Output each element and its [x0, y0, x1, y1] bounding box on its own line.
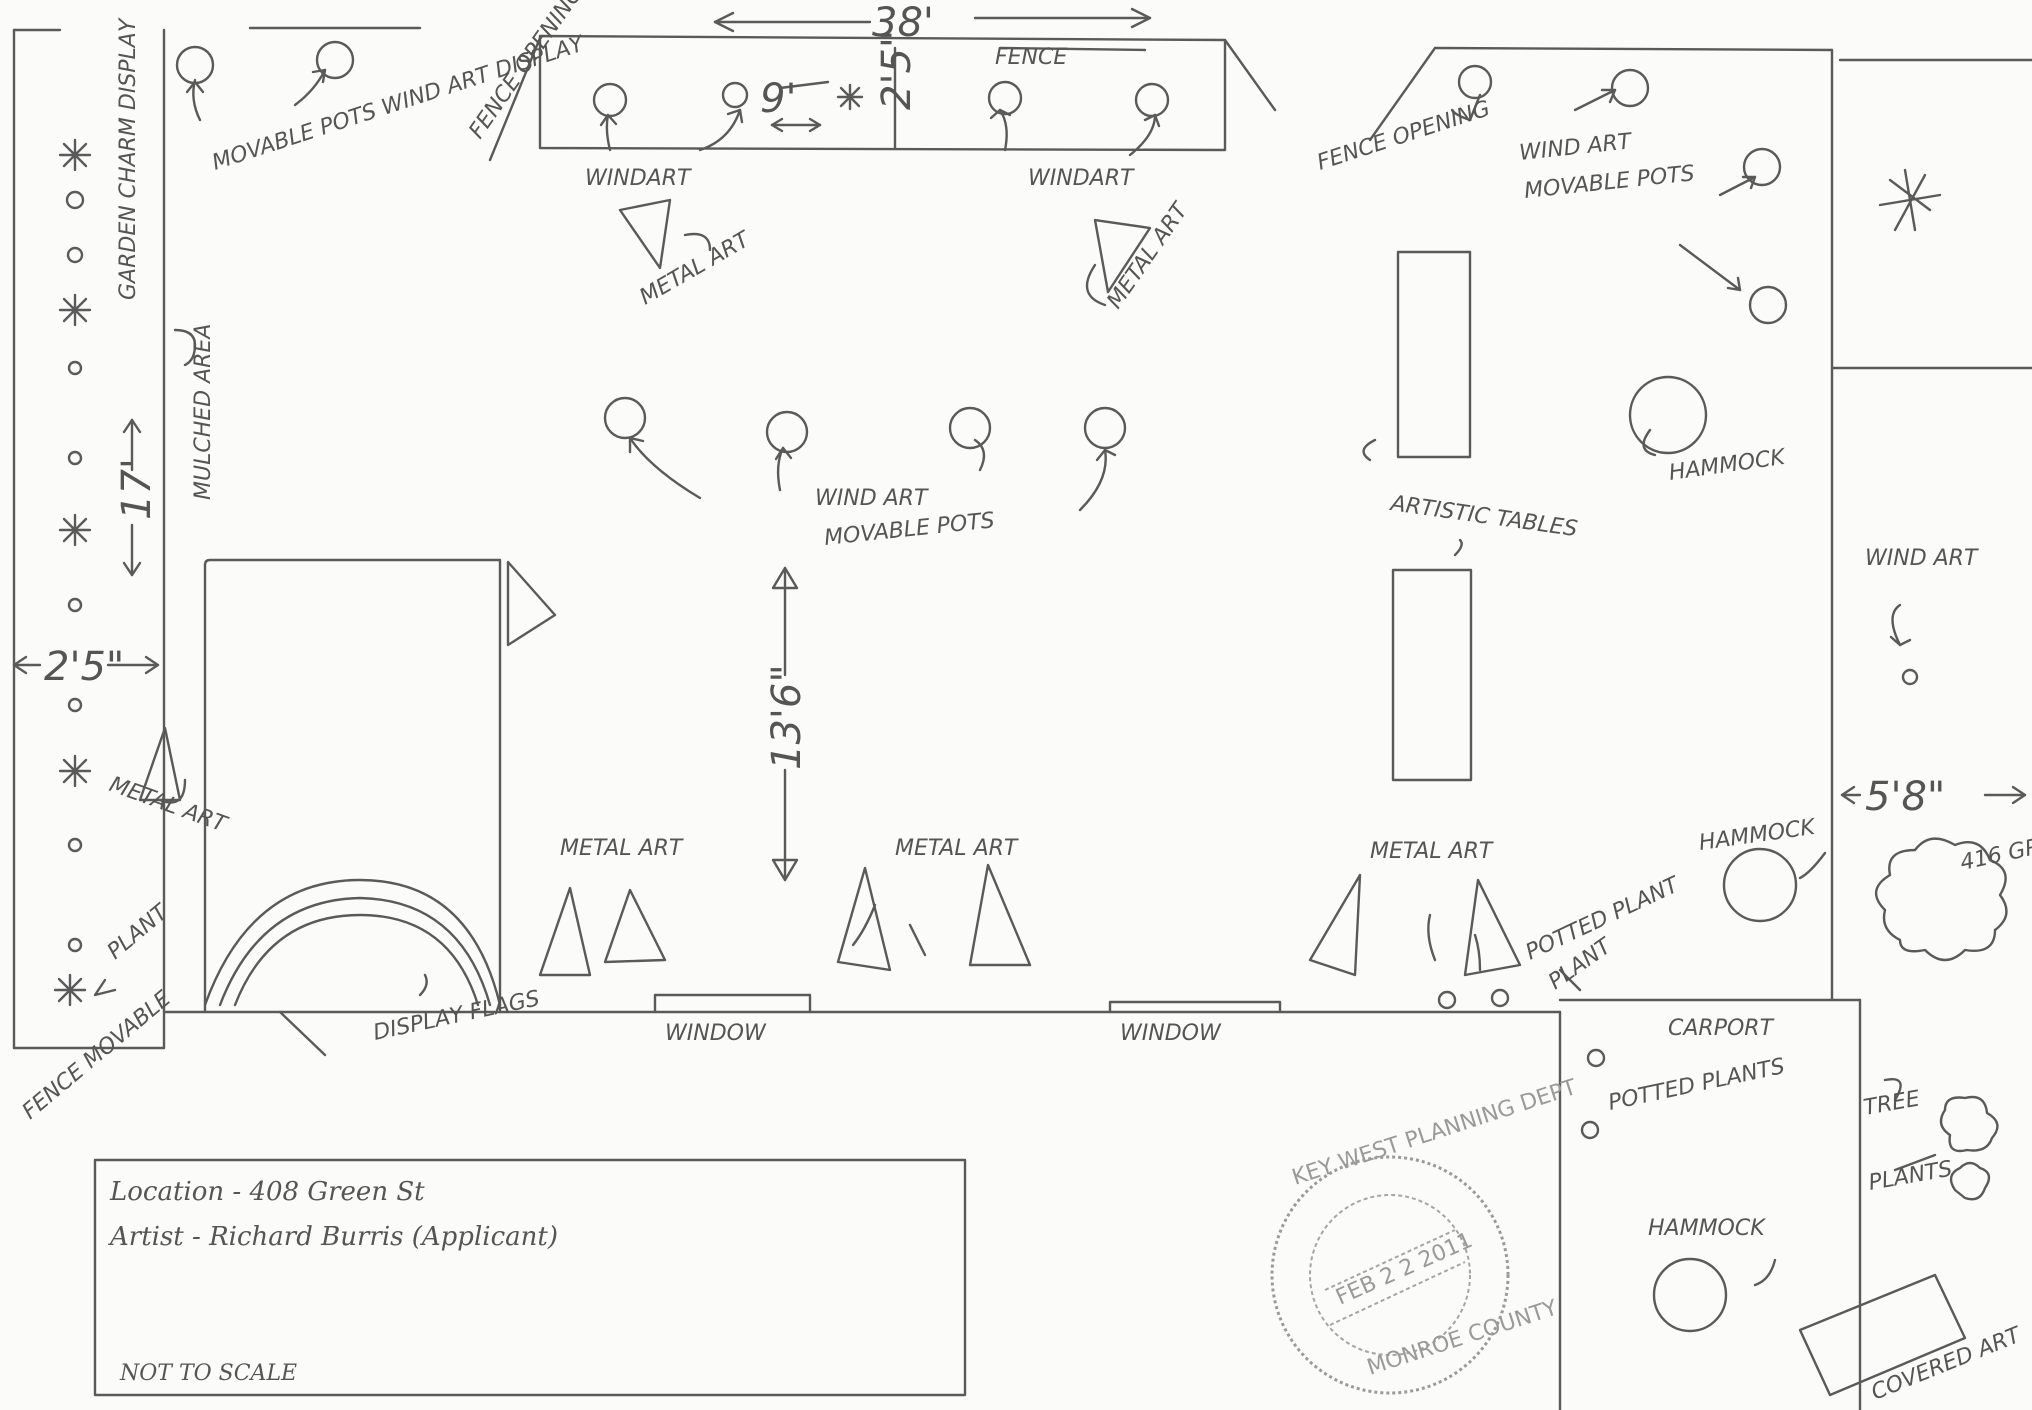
label-metal-art-b: METAL ART [895, 836, 1019, 861]
stamp-date: FEB 2 2 2011 [1332, 1228, 1476, 1310]
label-potted-plants: POTTED PLANTS [1606, 1054, 1787, 1116]
label-windart-1: WINDART [585, 166, 692, 191]
label-address-side: 416 GREEN [1958, 825, 2032, 876]
label-center-wind-art: WIND ART [815, 486, 929, 511]
label-movable-pots-left: MOVABLE POTS WIND ART DISPLAY [209, 31, 588, 175]
dim-2ft5: 2'5" [874, 30, 920, 110]
arrows [93, 68, 1937, 1287]
label-center-movable-pots: MOVABLE POTS [823, 508, 996, 551]
garden-charms [53, 83, 1942, 1007]
property-lines [12, 26, 2032, 1410]
stamp-top: KEY WEST PLANNING DEPT [1289, 1075, 1580, 1191]
metal-art-triangles [138, 198, 1522, 977]
display-flag [506, 560, 557, 647]
label-metal-art-a: METAL ART [560, 836, 684, 861]
label-fence-opening-right: FENCE OPENING [1314, 96, 1493, 175]
info-box: Location - 408 Green St Artist - Richard… [108, 1177, 558, 1386]
dim-38ft: 38' [872, 0, 934, 46]
info-artist: Artist - Richard Burris (Applicant) [108, 1222, 558, 1252]
plant-2 [1949, 1161, 1991, 1201]
label-fence-movable: FENCE MOVABLE [18, 986, 176, 1124]
dim-2ft5-mulch: 2'5" [44, 644, 124, 690]
label-covered: COVERED ART [1868, 1322, 2026, 1405]
artistic-table-top [1396, 250, 1472, 459]
tree-canopy [1875, 837, 2008, 962]
dim-17ft: 17' [114, 458, 160, 520]
label-wind-art-side: WIND ART [1865, 546, 1979, 571]
info-scale-note: NOT TO SCALE [119, 1361, 297, 1386]
label-wind-art-right: WIND ART [1518, 129, 1634, 166]
wind-art-pots [67, 40, 1919, 1333]
info-location: Location - 408 Green St [109, 1177, 425, 1207]
label-windart-2: WINDART [1028, 166, 1135, 191]
label-fence: FENCE [995, 45, 1067, 70]
dim-5ft8: 5'8" [1865, 774, 1945, 820]
label-plants: PLANTS [1867, 1157, 1955, 1196]
label-window-1: WINDOW [665, 1021, 767, 1046]
dim-9ft: 9' [760, 76, 796, 122]
covered-art-box [1798, 1273, 1967, 1397]
stamp-bottom: MONROE COUNTY [1364, 1295, 1561, 1380]
label-metal-art-c: METAL ART [1370, 839, 1494, 864]
label-hammock-carport: HAMMOCK [1648, 1216, 1766, 1241]
label-artistic-tables: ARTISTIC TABLES [1387, 491, 1579, 542]
dimension-lines [12, 7, 2027, 882]
label-metal-art-1: METAL ART [636, 227, 756, 311]
label-mulched-area: MULCHED AREA [191, 324, 216, 500]
label-metal-art-left: METAL ART [106, 772, 231, 838]
label-window-2: WINDOW [1120, 1021, 1222, 1046]
label-garden-charm: GARDEN CHARM DISPLAY [116, 17, 141, 300]
label-metal-art-2: METAL ART [1102, 198, 1194, 314]
plant-1 [1939, 1095, 1999, 1153]
artistic-table-bottom [1391, 568, 1473, 782]
label-display-flags: DISPLAY FLAGS [371, 986, 542, 1046]
dim-13ft6: 13'6" [764, 664, 810, 770]
label-carport: CARPORT [1668, 1016, 1775, 1041]
label-tree: TREE [1862, 1086, 1922, 1120]
label-movable-pots-right: MOVABLE POTS [1523, 161, 1696, 204]
label-hammock-upper: HAMMOCK [1667, 445, 1788, 486]
planning-stamp: KEY WEST PLANNING DEPT FEB 2 2 2011 MONR… [1270, 1075, 1580, 1395]
